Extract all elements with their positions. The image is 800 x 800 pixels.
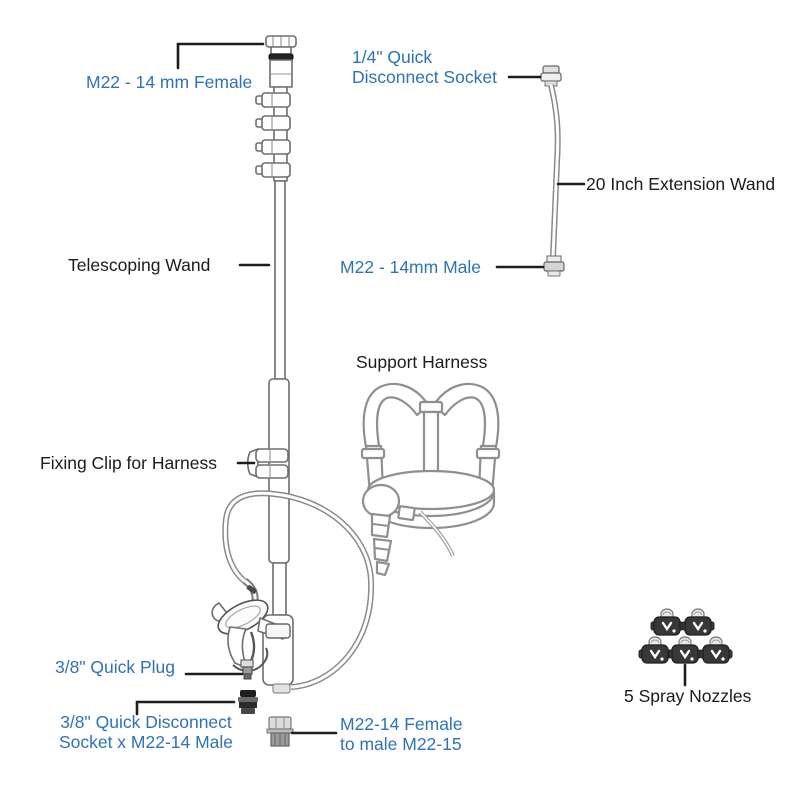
label-fixing-clip: Fixing Clip for Harness bbox=[40, 453, 217, 473]
qd-socket-fitting bbox=[238, 690, 258, 714]
leader-lines bbox=[135, 42, 687, 735]
label-m22-male: M22 - 14mm Male bbox=[340, 257, 482, 277]
gun-hose bbox=[222, 490, 375, 690]
label-qd-socket-m22: 3/8" Quick Disconnect Socket x M22-14 Ma… bbox=[58, 712, 234, 752]
quarter-qd-socket-fitting bbox=[540, 65, 562, 87]
m22-adapter-fitting bbox=[266, 716, 294, 747]
quick-plug-fitting bbox=[240, 659, 254, 680]
label-spray-nozzles: 5 Spray Nozzles bbox=[624, 686, 752, 706]
spray-nozzles-illustration bbox=[637, 607, 734, 665]
label-telescoping-wand: Telescoping Wand bbox=[68, 255, 211, 275]
m22-male-fitting bbox=[543, 255, 565, 277]
telescoping-wand-illustration bbox=[255, 35, 297, 694]
flip-lock-clamps bbox=[255, 92, 291, 178]
support-harness-illustration bbox=[360, 382, 501, 577]
m22-female-fitting bbox=[265, 35, 297, 88]
extension-wand-illustration bbox=[540, 65, 565, 277]
label-quick-plug: 3/8" Quick Plug bbox=[55, 657, 176, 677]
spray-gun-illustration bbox=[211, 578, 291, 680]
label-extension-wand: 20 Inch Extension Wand bbox=[586, 174, 776, 194]
label-quarter-qd-socket: 1/4" Quick Disconnect Socket bbox=[352, 47, 497, 87]
label-support-harness: Support Harness bbox=[356, 352, 488, 372]
label-m22-female: M22 - 14 mm Female bbox=[86, 72, 253, 92]
label-m22-adapter: M22-14 Female to male M22-15 bbox=[340, 714, 463, 754]
fixing-clip-illustration bbox=[246, 448, 289, 479]
